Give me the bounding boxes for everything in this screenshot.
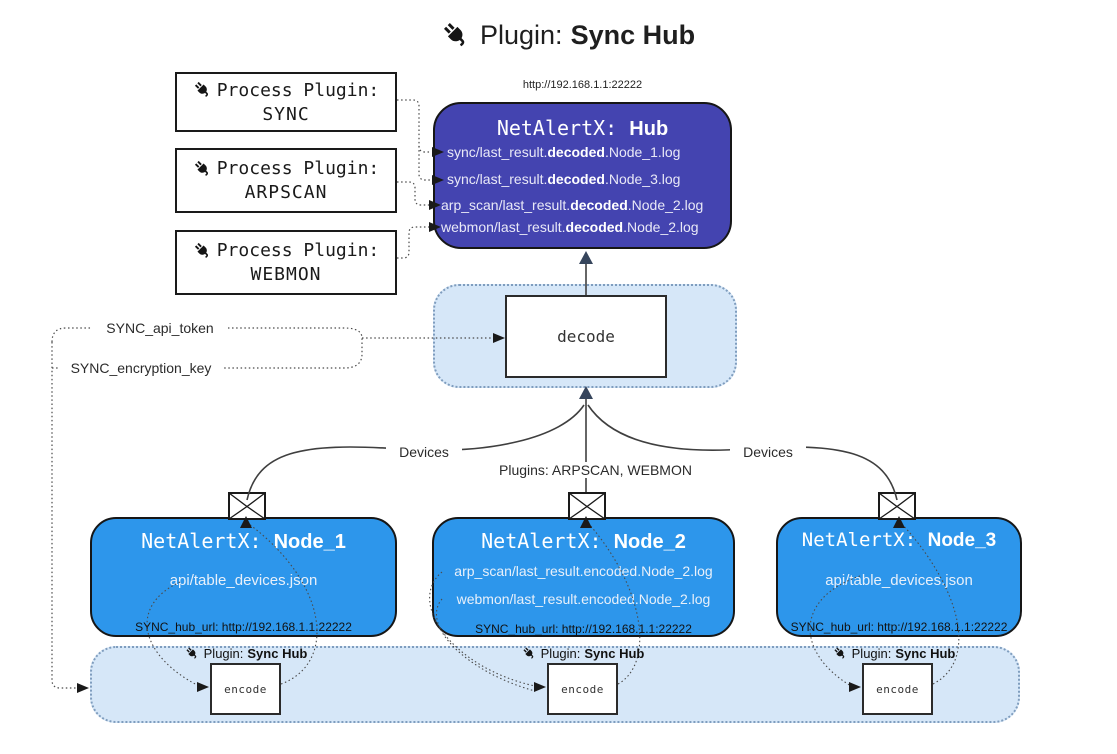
plug-icon (193, 80, 213, 100)
page-title-prefix: Plugin: (480, 20, 563, 50)
edge-label-devices-left: Devices (386, 444, 462, 460)
node-file-line: api/table_devices.json (825, 572, 973, 589)
edge-secrets-to-band (51, 342, 78, 689)
band-label-prefix: Plugin: (540, 646, 581, 661)
node-title-prefix: NetAlertX: (141, 529, 262, 553)
arrowhead-up (579, 251, 593, 264)
envelope-icon (878, 492, 916, 520)
node-title: NetAlertX: Node_1 (92, 529, 395, 554)
edge-arpscan-to-log3 (397, 181, 429, 206)
process-plugin-label: Process Plugin: (216, 158, 380, 179)
hub-log-line: webmon/last_result.decoded.Node_2.log (441, 219, 699, 235)
node-title-name: Node_3 (927, 530, 997, 551)
hub-log-line: sync/last_result.decoded.Node_3.log (447, 171, 681, 187)
hub-title-prefix: NetAlertX: (496, 116, 618, 140)
process-plugin-box-sync: Process Plugin: SYNC (175, 72, 397, 132)
node-title: NetAlertX: Node_3 (778, 529, 1020, 552)
envelope-icon (228, 492, 266, 520)
process-plugin-box-arpscan: Process Plugin: ARPSCAN (175, 148, 397, 213)
node-title-prefix: NetAlertX: (481, 529, 602, 553)
sync-encryption-key-label: SYNC_encryption_key (58, 360, 224, 376)
plug-icon (185, 646, 200, 661)
plug-icon (441, 20, 472, 51)
plug-icon (193, 241, 213, 261)
encode-box: encode (210, 663, 281, 715)
plug-icon (833, 646, 848, 661)
node-hub-url: SYNC_hub_url: http://192.168.1.1:22222 (790, 620, 1008, 634)
band-label-name: Sync Hub (895, 646, 956, 661)
node-title-name: Node_2 (613, 531, 686, 553)
edge-label-devices-right: Devices (730, 444, 806, 460)
process-plugin-name: SYNC (262, 103, 310, 125)
node-box-node3: NetAlertX: Node_3 api/table_devices.json… (776, 517, 1022, 637)
band-plugin-label: Plugin: Sync Hub (166, 646, 326, 661)
edge-label-plugins: Plugins: ARPSCAN, WEBMON (496, 462, 692, 478)
band-label-prefix: Plugin: (203, 646, 244, 661)
edge-webmon-to-log4 (397, 226, 429, 259)
process-plugin-label: Process Plugin: (216, 240, 380, 261)
process-plugin-label: Process Plugin: (216, 79, 380, 101)
band-label-prefix: Plugin: (851, 646, 892, 661)
hub-url-label: http://192.168.1.1:22222 (522, 79, 643, 91)
page-title-name: Sync Hub (570, 20, 696, 50)
hub-title: NetAlertX: Hub (435, 116, 730, 141)
arrowhead (77, 683, 89, 693)
band-plugin-label: Plugin: Sync Hub (814, 646, 974, 661)
process-plugin-box-webmon: Process Plugin: WEBMON (175, 230, 397, 295)
hub-box: NetAlertX: Hub sync/last_result.decoded.… (433, 102, 732, 249)
node-box-node2: NetAlertX: Node_2 arp_scan/last_result.e… (432, 517, 735, 637)
hub-log-line: sync/last_result.decoded.Node_1.log (447, 144, 681, 160)
encode-box: encode (862, 663, 933, 715)
node-title-prefix: NetAlertX: (801, 529, 917, 551)
node-title-name: Node_1 (273, 531, 346, 553)
band-plugin-label: Plugin: Sync Hub (503, 646, 663, 661)
process-plugin-name: ARPSCAN (244, 182, 328, 203)
band-label-name: Sync Hub (584, 646, 645, 661)
edge-sync-to-log2 (418, 146, 430, 181)
node-box-node1: NetAlertX: Node_1 api/table_devices.json… (90, 517, 397, 637)
plug-icon (193, 159, 213, 179)
node-file-line: arp_scan/last_result.encoded.Node_2.log (454, 563, 713, 579)
encode-box: encode (547, 663, 618, 715)
sync-api-token-label: SYNC_api_token (92, 320, 228, 336)
node-file-line: api/table_devices.json (169, 572, 318, 589)
edge-sync-to-log1 (397, 99, 430, 153)
band-label-name: Sync Hub (247, 646, 308, 661)
envelope-icon (568, 492, 606, 520)
node-hub-url: SYNC_hub_url: http://192.168.1.1:22222 (475, 622, 692, 636)
node-title: NetAlertX: Node_2 (434, 529, 733, 554)
node-file-line: webmon/last_result.encoded.Node_2.log (456, 591, 711, 607)
decode-box: decode (505, 295, 667, 378)
hub-log-line: arp_scan/last_result.decoded.Node_2.log (441, 197, 704, 213)
hub-title-name: Hub (629, 118, 669, 140)
process-plugin-name: WEBMON (250, 264, 322, 285)
page-title: Plugin: Sync Hub (441, 20, 695, 51)
node-hub-url: SYNC_hub_url: http://192.168.1.1:22222 (135, 620, 352, 634)
plug-icon (522, 646, 537, 661)
